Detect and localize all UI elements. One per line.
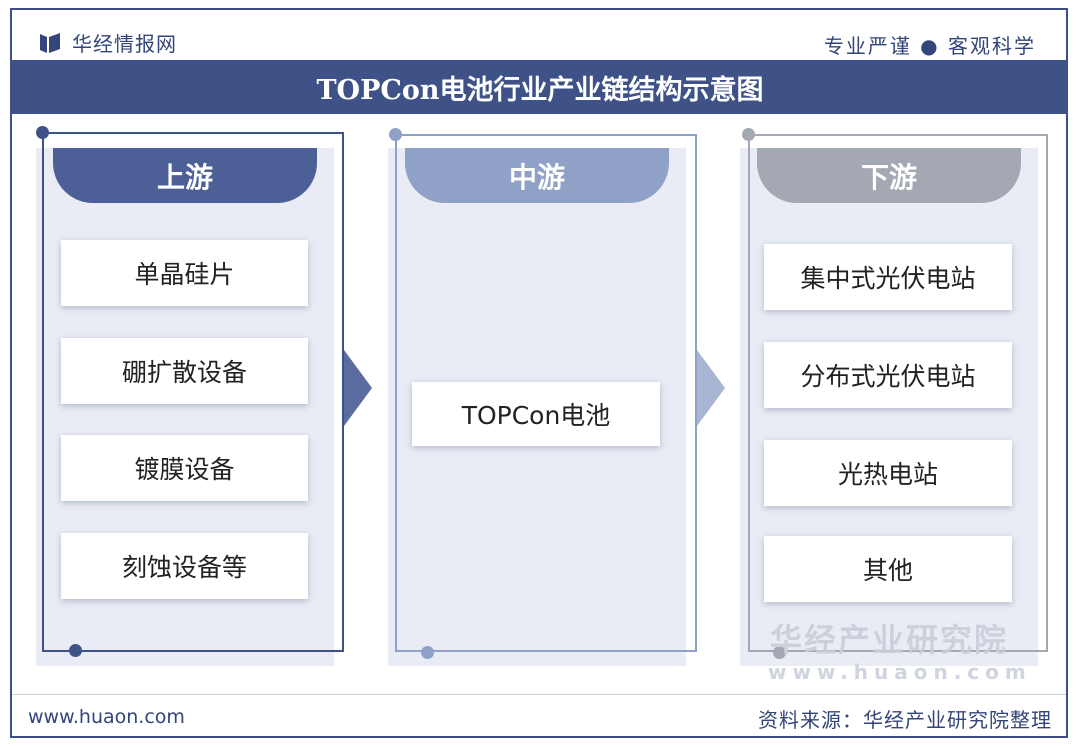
upstream-heading: 上游 (53, 148, 317, 203)
downstream-item: 分布式光伏电站 (764, 342, 1012, 408)
footer-website: www.huaon.com (28, 706, 185, 728)
midstream-outline (395, 134, 697, 652)
midstream-dot-bottom (421, 646, 434, 659)
upstream-item: 硼扩散设备 (61, 338, 308, 404)
upstream-dot-top (36, 126, 49, 139)
downstream-outline (748, 134, 1048, 652)
midstream-dot-top (389, 128, 402, 141)
downstream-item: 其他 (764, 536, 1012, 602)
upstream-item: 单晶硅片 (61, 240, 308, 306)
arrow-midstream-to-downstream (697, 350, 725, 426)
downstream-item: 光热电站 (764, 440, 1012, 506)
upstream-item: 镀膜设备 (61, 435, 308, 501)
midstream-item: TOPCon电池 (412, 382, 660, 446)
downstream-dot-bottom (773, 646, 786, 659)
footer-divider (12, 694, 1066, 695)
footer-source: 资料来源：华经产业研究院整理 (758, 708, 1052, 732)
brand-logo-icon (40, 32, 60, 53)
header: 华经情报网 专业严谨 ● 客观科学 (10, 10, 1068, 60)
upstream-dot-bottom (69, 644, 82, 657)
upstream-item: 刻蚀设备等 (61, 533, 308, 599)
brand: 华经情报网 (38, 28, 177, 57)
watermark-url: www.huaon.com (768, 660, 1032, 684)
downstream-heading: 下游 (757, 148, 1021, 203)
downstream-item: 集中式光伏电站 (764, 244, 1012, 310)
page-title: TOPCon电池行业产业链结构示意图 (12, 60, 1068, 114)
midstream-heading: 中游 (405, 148, 669, 203)
upstream-outline (42, 132, 344, 652)
slogan: 专业严谨 ● 客观科学 (823, 34, 1036, 58)
arrow-upstream-to-midstream (344, 350, 372, 426)
brand-name: 华经情报网 (72, 32, 177, 56)
watermark-text: 华经产业研究院 (770, 621, 1009, 659)
downstream-dot-top (742, 128, 755, 141)
